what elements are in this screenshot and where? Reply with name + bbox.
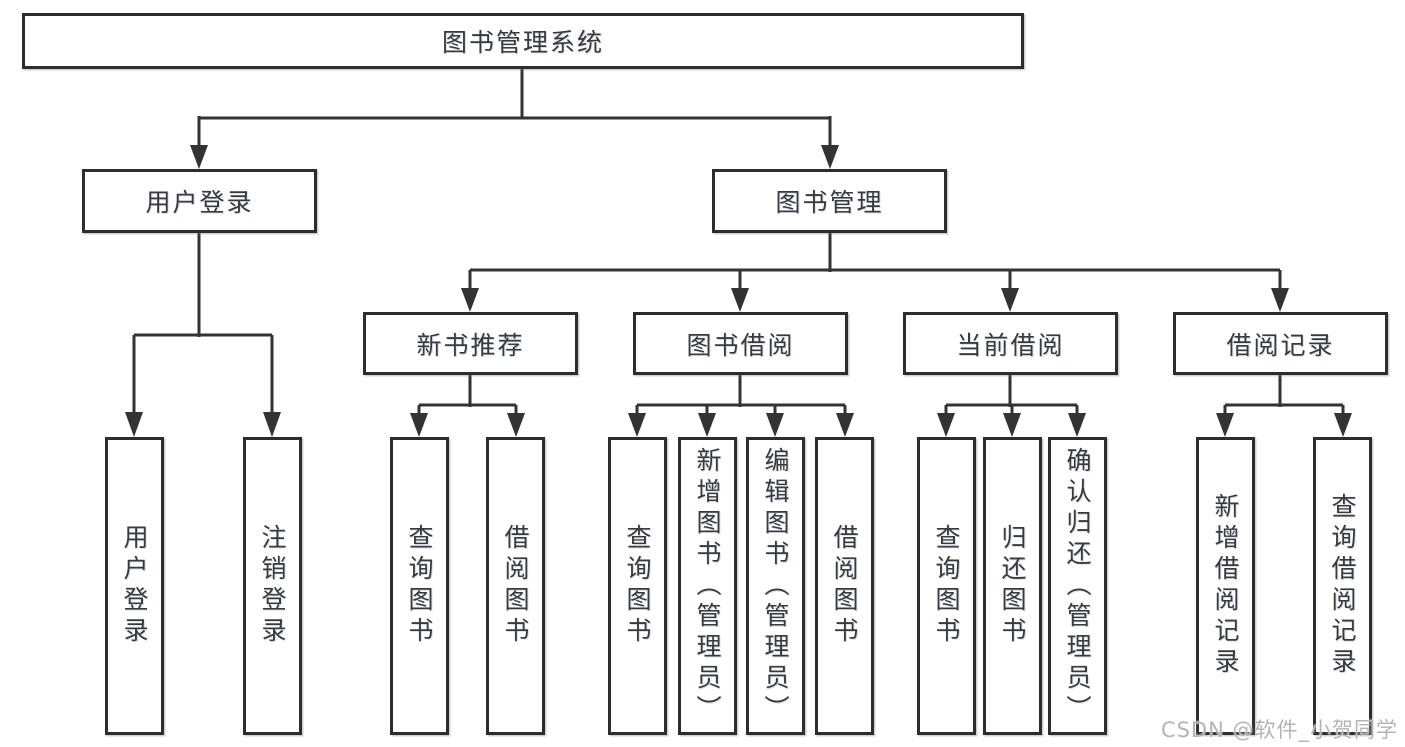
leaf-label: 编辑图书（管理员） xyxy=(761,446,790,726)
arrow-down-icon xyxy=(836,413,854,437)
leaf-query-books: 查询图书 xyxy=(608,437,667,735)
csdn-watermark: CSDN @软件_小贺同学 xyxy=(1160,718,1398,742)
arrow-down-icon xyxy=(1216,413,1234,437)
connector-mgmt-to-level3 xyxy=(468,233,1282,290)
arrow-down-icon xyxy=(263,412,281,437)
arrow-down-icon xyxy=(125,412,143,437)
arrow-down-icon xyxy=(698,413,716,437)
node-new-book-recommendation: 新书推荐 xyxy=(363,312,578,375)
node-label: 新书推荐 xyxy=(416,330,525,360)
leaf-borrow-books: 借阅图书 xyxy=(486,437,545,735)
connector-login-to-leaves xyxy=(132,233,274,414)
leaf-label: 注销登录 xyxy=(258,524,287,648)
node-label: 借阅记录 xyxy=(1226,330,1335,360)
arrow-down-icon xyxy=(1334,413,1352,437)
arrow-down-icon xyxy=(766,413,784,437)
node-book-management: 图书管理 xyxy=(712,169,947,233)
node-label: 图书管理系统 xyxy=(441,28,604,57)
arrow-down-icon xyxy=(821,145,839,169)
leaf-label: 归还图书 xyxy=(998,524,1027,648)
node-label: 图书管理 xyxy=(775,188,884,217)
node-label: 图书借阅 xyxy=(686,330,795,360)
connector-root-to-level2 xyxy=(197,69,832,147)
node-borrowing-records: 借阅记录 xyxy=(1173,312,1388,375)
arrow-down-icon xyxy=(731,288,749,312)
arrow-down-icon xyxy=(461,288,479,312)
connector-recommend-to-leaves xyxy=(417,375,518,415)
leaf-edit-books-admin: 编辑图书（管理员） xyxy=(746,437,805,735)
arrow-down-icon xyxy=(1271,288,1289,312)
leaf-label: 借阅图书 xyxy=(830,524,859,648)
arrow-down-icon xyxy=(937,413,955,437)
arrow-down-icon xyxy=(1003,413,1021,437)
leaf-label: 查询图书 xyxy=(405,524,434,648)
node-label: 当前借阅 xyxy=(956,330,1065,360)
arrow-down-icon xyxy=(410,413,428,437)
leaf-label: 查询图书 xyxy=(932,524,961,648)
leaf-user-login: 用户登录 xyxy=(105,437,164,735)
connector-borrowing-to-leaves xyxy=(635,375,847,415)
arrow-down-icon xyxy=(190,145,208,169)
node-user-login: 用户登录 xyxy=(82,169,317,233)
leaf-query-borrow-record: 查询借阅记录 xyxy=(1313,437,1372,735)
node-library-management-system: 图书管理系统 xyxy=(22,13,1024,69)
leaf-label: 新增图书（管理员） xyxy=(693,446,722,726)
node-current-borrowing: 当前借阅 xyxy=(903,312,1118,375)
connector-current-to-leaves xyxy=(944,375,1079,415)
leaf-add-borrow-record: 新增借阅记录 xyxy=(1196,437,1255,735)
arrow-down-icon xyxy=(1001,288,1019,312)
leaf-label: 新增借阅记录 xyxy=(1211,493,1240,679)
leaf-label: 用户登录 xyxy=(120,524,149,648)
leaf-label: 查询借阅记录 xyxy=(1328,493,1357,679)
leaf-confirm-return-admin: 确认归还（管理员） xyxy=(1048,437,1107,735)
arrow-down-icon xyxy=(507,413,525,437)
leaf-label: 借阅图书 xyxy=(501,524,530,648)
leaf-return-books: 归还图书 xyxy=(983,437,1042,735)
connector-records-to-leaves xyxy=(1223,375,1345,415)
leaf-label: 查询图书 xyxy=(623,524,652,648)
leaf-add-books-admin: 新增图书（管理员） xyxy=(678,437,737,735)
arrow-down-icon xyxy=(628,413,646,437)
leaf-label: 确认归还（管理员） xyxy=(1063,446,1092,726)
node-label: 用户登录 xyxy=(145,188,254,217)
leaf-borrow-books: 借阅图书 xyxy=(815,437,874,735)
arrow-down-icon xyxy=(1068,413,1086,437)
leaf-query-books: 查询图书 xyxy=(390,437,449,735)
leaf-query-books: 查询图书 xyxy=(917,437,976,735)
leaf-logout: 注销登录 xyxy=(243,437,302,735)
node-book-borrowing: 图书借阅 xyxy=(633,312,848,375)
